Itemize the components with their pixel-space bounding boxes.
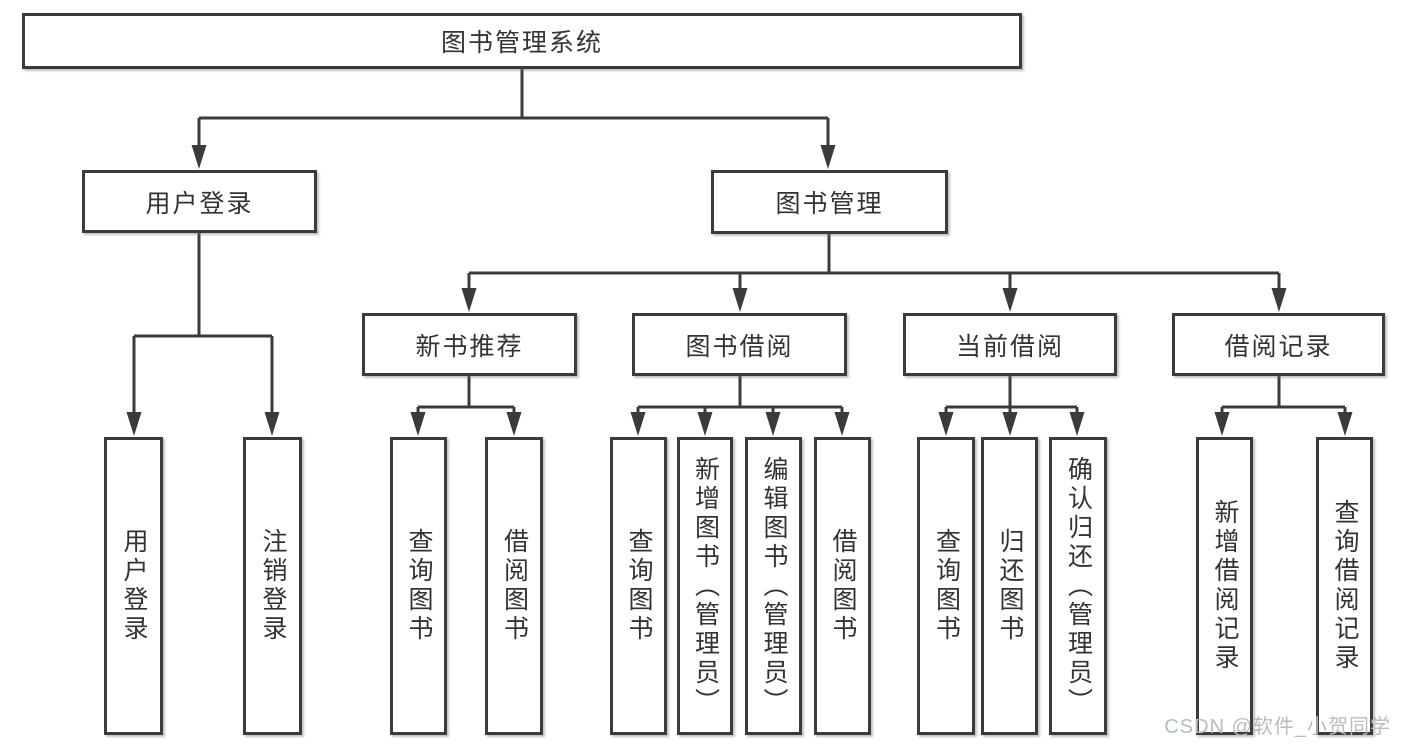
fork-root bbox=[197, 69, 830, 148]
node-leaf-add-books-admin: 新增图书（管理员） bbox=[677, 437, 733, 735]
node-borrow-records: 借阅记录 bbox=[1172, 313, 1385, 376]
fork-new-book-recommend bbox=[416, 376, 516, 414]
arrowhead bbox=[1002, 288, 1018, 312]
node-leaf-recommend-borrow-books: 借阅图书 bbox=[485, 437, 543, 735]
arrowhead bbox=[765, 412, 781, 436]
arrowhead bbox=[264, 412, 280, 436]
arrowhead bbox=[1271, 288, 1287, 312]
arrowhead bbox=[191, 145, 207, 169]
arrowhead bbox=[834, 412, 850, 436]
node-leaf-query-borrow-record: 查询借阅记录 bbox=[1316, 437, 1373, 735]
node-leaf-user-login: 用户登录 bbox=[104, 437, 163, 735]
arrowhead bbox=[732, 288, 748, 312]
node-current-borrow: 当前借阅 bbox=[903, 313, 1117, 376]
fork-current-borrow bbox=[944, 376, 1079, 414]
node-library-management-system: 图书管理系统 bbox=[22, 13, 1022, 69]
arrowhead bbox=[506, 412, 522, 436]
arrowhead bbox=[410, 412, 426, 436]
arrowhead bbox=[1002, 412, 1018, 436]
csdn-watermark: CSDN @软件_小贺同学 bbox=[1164, 716, 1391, 738]
arrowheads bbox=[126, 145, 1353, 436]
arrowhead bbox=[1069, 412, 1085, 436]
node-leaf-logout: 注销登录 bbox=[243, 437, 302, 735]
connector-lines bbox=[132, 69, 1347, 414]
arrowhead bbox=[938, 412, 954, 436]
node-leaf-return-books: 归还图书 bbox=[981, 437, 1038, 735]
arrowhead bbox=[1337, 412, 1353, 436]
node-leaf-confirm-return-admin: 确认归还（管理员） bbox=[1049, 437, 1107, 735]
arrowhead bbox=[630, 412, 646, 436]
arrowhead bbox=[697, 412, 713, 436]
node-leaf-current-query-books: 查询图书 bbox=[917, 437, 975, 735]
arrowhead bbox=[461, 288, 477, 312]
node-leaf-add-borrow-record: 新增借阅记录 bbox=[1196, 437, 1253, 735]
fork-borrow-records bbox=[1220, 376, 1347, 414]
node-leaf-borrow-query-books: 查询图书 bbox=[610, 437, 667, 735]
fork-book-borrow bbox=[636, 376, 844, 414]
arrowhead bbox=[126, 412, 142, 436]
node-user-login: 用户登录 bbox=[82, 170, 317, 233]
node-new-book-recommend: 新书推荐 bbox=[362, 313, 577, 376]
node-book-management: 图书管理 bbox=[711, 170, 948, 234]
fork-user-login bbox=[132, 233, 274, 414]
node-leaf-recommend-query-books: 查询图书 bbox=[390, 437, 447, 735]
node-book-borrow: 图书借阅 bbox=[632, 313, 847, 376]
arrowhead bbox=[1214, 412, 1230, 436]
arrowhead bbox=[820, 145, 836, 169]
node-leaf-edit-books-admin: 编辑图书（管理员） bbox=[745, 437, 802, 735]
node-leaf-borrow-books: 借阅图书 bbox=[814, 437, 871, 735]
fork-book-management bbox=[467, 234, 1281, 290]
